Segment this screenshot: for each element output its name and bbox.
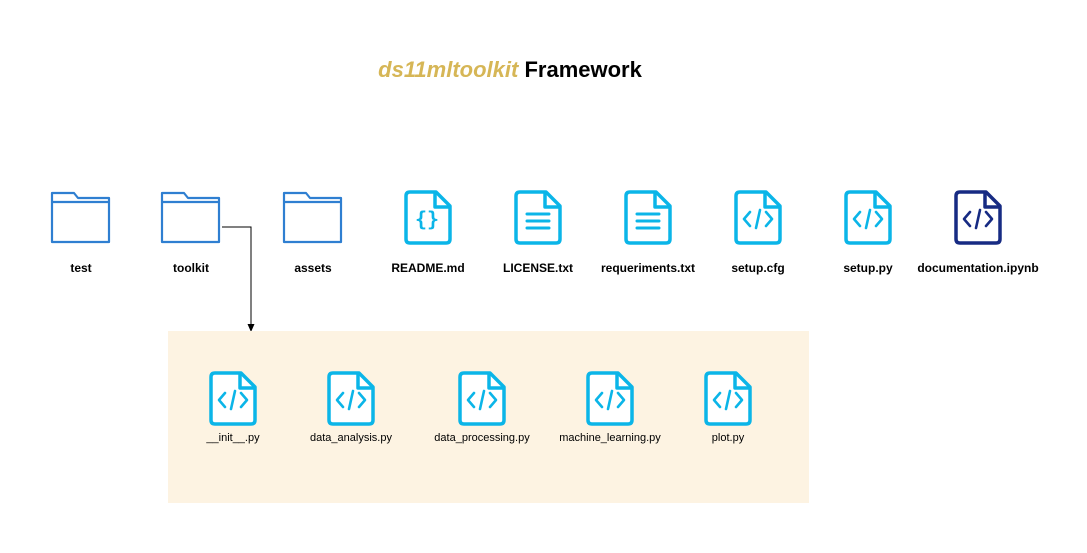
file-documentation[interactable]: documentation.ipynb bbox=[908, 190, 1048, 275]
file-license[interactable]: LICENSE.txt bbox=[468, 190, 608, 275]
item-label: setup.cfg bbox=[731, 261, 785, 275]
file-plot[interactable]: plot.py bbox=[658, 371, 798, 444]
code-file-icon bbox=[586, 371, 634, 426]
item-label: plot.py bbox=[711, 432, 745, 444]
item-label: toolkit bbox=[173, 261, 209, 275]
item-label: __init__.py bbox=[206, 432, 260, 444]
item-label: README.md bbox=[391, 261, 465, 275]
folder-toolkit[interactable]: toolkit bbox=[121, 191, 261, 275]
toolkit-contents-panel: __init__.py data_analysis.py data_proces… bbox=[168, 331, 809, 503]
item-label: LICENSE.txt bbox=[502, 261, 573, 275]
file-requirements[interactable]: requeriments.txt bbox=[578, 190, 718, 275]
item-label: documentation.ipynb bbox=[917, 261, 1039, 275]
file-init[interactable]: __init__.py bbox=[163, 371, 303, 444]
text-file-icon bbox=[514, 190, 562, 245]
svg-text:{}: {} bbox=[415, 207, 439, 231]
item-label: data_analysis.py bbox=[310, 432, 392, 444]
code-file-icon bbox=[954, 190, 1002, 245]
text-file-icon bbox=[624, 190, 672, 245]
item-label: test bbox=[70, 261, 92, 275]
item-label: assets bbox=[294, 261, 332, 275]
code-file-icon bbox=[327, 371, 375, 426]
folder-test[interactable]: test bbox=[11, 191, 151, 275]
code-file-icon bbox=[458, 371, 506, 426]
file-data-analysis[interactable]: data_analysis.py bbox=[281, 371, 421, 444]
file-machine-learning[interactable]: machine_learning.py bbox=[540, 371, 680, 444]
code-file-icon bbox=[704, 371, 752, 426]
code-file-icon bbox=[734, 190, 782, 245]
title-brand: ds11mltoolkit bbox=[378, 57, 519, 82]
title-rest: Framework bbox=[518, 57, 642, 82]
diagram-title: ds11mltoolkit Framework bbox=[0, 57, 1020, 83]
file-setup-py[interactable]: setup.py bbox=[798, 190, 938, 275]
item-label: machine_learning.py bbox=[559, 432, 661, 444]
item-label: requeriments.txt bbox=[600, 261, 696, 275]
item-label: data_processing.py bbox=[434, 432, 530, 444]
file-readme[interactable]: {} README.md bbox=[358, 190, 498, 275]
code-file-icon bbox=[844, 190, 892, 245]
folder-icon bbox=[160, 191, 221, 244]
folder-icon bbox=[50, 191, 111, 244]
code-file-icon bbox=[209, 371, 257, 426]
json-braces-file-icon: {} bbox=[404, 190, 452, 245]
folder-icon bbox=[282, 191, 343, 244]
file-data-processing[interactable]: data_processing.py bbox=[412, 371, 552, 444]
item-label: setup.py bbox=[843, 261, 893, 275]
folder-assets[interactable]: assets bbox=[243, 191, 383, 275]
file-setup-cfg[interactable]: setup.cfg bbox=[688, 190, 828, 275]
